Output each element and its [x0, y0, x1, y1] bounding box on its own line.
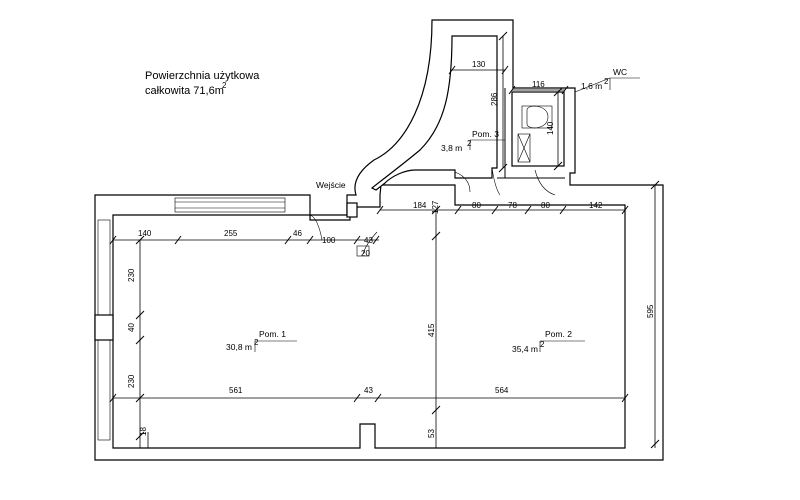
- window-top: [174, 197, 286, 213]
- dim-78: 78: [508, 201, 517, 210]
- dim-561: 561: [229, 386, 243, 395]
- summary-line2: całkowita 71,6m: [145, 85, 224, 97]
- dim-230a: 230: [127, 268, 136, 282]
- pom3-inner-wall: [370, 35, 498, 191]
- labels: Powierzchnia użytkowa całkowita 71,6m We…: [127, 60, 655, 438]
- wc-fixtures: [517, 105, 553, 163]
- window-left-upper: [97, 219, 111, 316]
- dim-46: 46: [293, 229, 302, 238]
- dim-80b: 80: [541, 201, 550, 210]
- svg-text:2: 2: [540, 340, 545, 349]
- dim-20: 20: [361, 249, 370, 258]
- pom1-area: 30,8 m: [226, 342, 252, 352]
- svg-text:2: 2: [467, 139, 472, 148]
- inner-wall: [112, 184, 626, 449]
- summary-line1: Powierzchnia użytkowa: [145, 70, 260, 82]
- wc-inner-wall: [511, 91, 565, 167]
- pom1-name: Pom. 1: [259, 329, 286, 339]
- dim-142: 142: [589, 201, 603, 210]
- dim-286: 286: [490, 92, 499, 106]
- dim-18: 18: [139, 427, 148, 436]
- wc-name: WC: [613, 67, 627, 77]
- dim-40: 40: [127, 323, 136, 332]
- dim-230b: 230: [127, 374, 136, 388]
- dim-255: 255: [224, 229, 238, 238]
- dim-184: 184: [413, 201, 427, 210]
- pom2-name: Pom. 2: [545, 329, 572, 339]
- area-superscripts: 2 2 2 2 2: [222, 77, 609, 349]
- pom3-name: Pom. 3: [472, 129, 499, 139]
- window-left-lower: [97, 339, 111, 441]
- dim-43b: 43: [364, 386, 373, 395]
- dim-130: 130: [472, 60, 486, 69]
- doors: [309, 167, 556, 257]
- pom2-area: 35,4 m: [512, 344, 538, 354]
- svg-text:2: 2: [222, 81, 227, 90]
- dim-140: 140: [138, 229, 152, 238]
- dim-140-wc: 140: [546, 121, 555, 135]
- dim-80a: 80: [472, 201, 481, 210]
- svg-text:2: 2: [254, 338, 259, 347]
- pom3-area: 3,8 m: [441, 143, 462, 153]
- entrance-label: Wejście: [316, 180, 346, 190]
- dim-595: 595: [646, 304, 655, 318]
- dim-43a: 43: [364, 236, 373, 245]
- svg-text:2: 2: [604, 77, 609, 86]
- dim-53: 53: [427, 429, 436, 438]
- dim-415: 415: [427, 323, 436, 337]
- dim-127: 127: [431, 200, 440, 214]
- dim-116: 116: [532, 80, 545, 89]
- dim-564: 564: [495, 386, 509, 395]
- dimensions: [109, 31, 660, 449]
- wc-area: 1,6 m: [581, 81, 602, 91]
- dim-100: 100: [322, 236, 336, 245]
